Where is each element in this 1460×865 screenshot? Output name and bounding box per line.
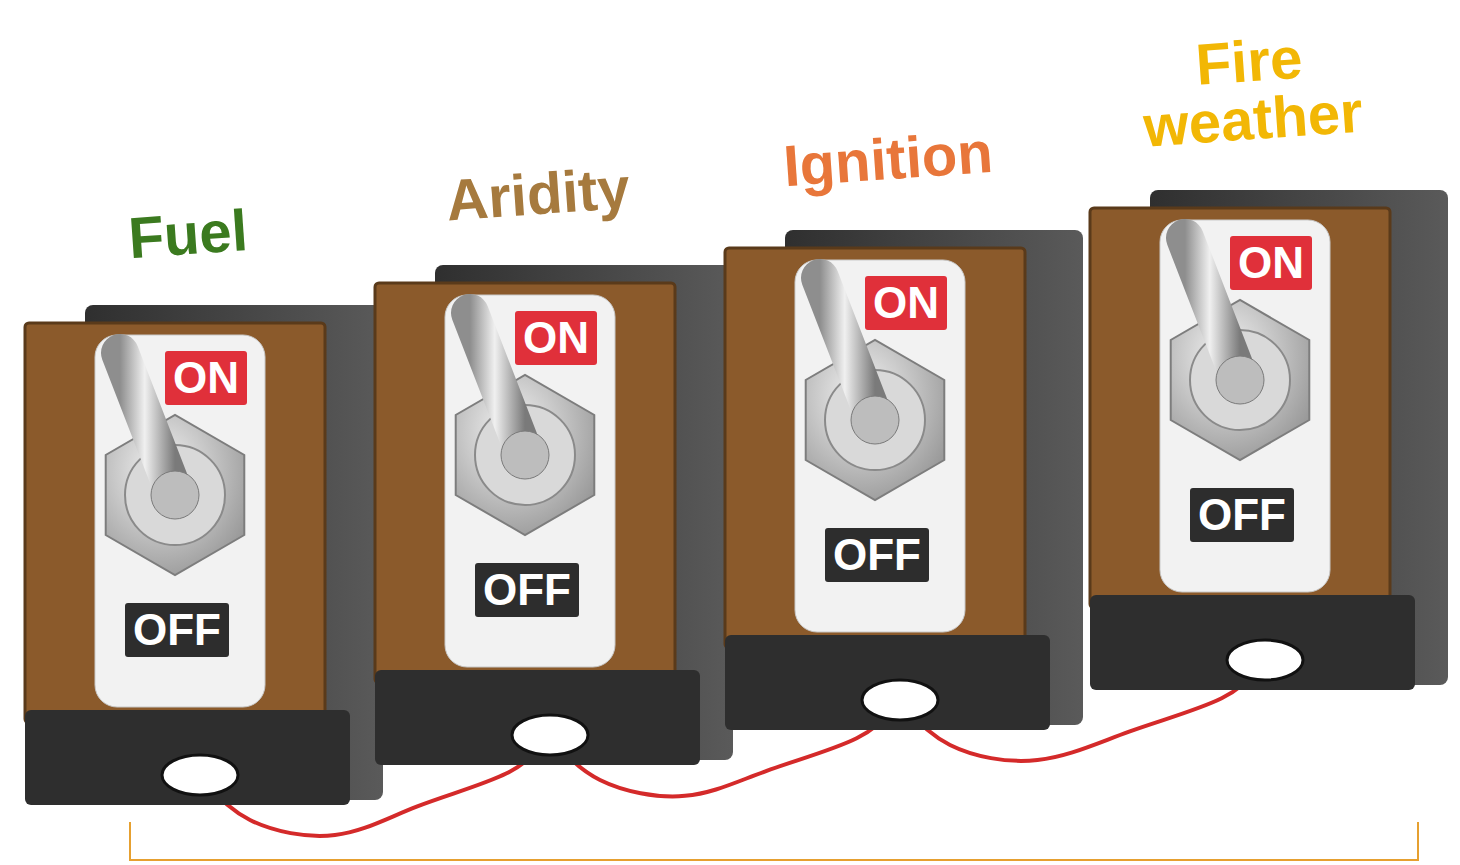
toggle-switch: AridityONOFF [375, 265, 735, 735]
hex-nut [806, 340, 945, 500]
switch-tab [1160, 220, 1330, 592]
hex-nut [1171, 300, 1310, 460]
on-label: ON [865, 276, 947, 330]
off-label: OFF [125, 603, 229, 657]
bracket [130, 822, 1418, 860]
terminal-hole [862, 680, 938, 720]
terminal-hole [512, 715, 588, 755]
terminal-hole [1227, 640, 1303, 680]
switch-base [375, 670, 700, 765]
on-label: ON [1230, 236, 1312, 290]
switch-plate [25, 323, 325, 723]
switch-label: Fuel [126, 201, 249, 267]
on-label: ON [515, 311, 597, 365]
switch-label: Ignition [782, 123, 995, 195]
hex-nut [106, 415, 245, 575]
lever-collar [851, 396, 899, 444]
lever-collar [501, 431, 549, 479]
toggle-switch: Fire weatherONOFF [1090, 190, 1450, 660]
switch-plate [725, 248, 1025, 648]
switch-label: Fire weather [1097, 22, 1404, 159]
lever-collar [151, 471, 199, 519]
switch-base [25, 710, 350, 805]
switch-tab [795, 260, 965, 632]
switch-tab [445, 295, 615, 667]
terminal-hole [162, 755, 238, 795]
off-label: OFF [475, 563, 579, 617]
switch-base [1090, 595, 1415, 690]
switch-tab [95, 335, 265, 707]
lever-collar [1216, 356, 1264, 404]
switch-plate [375, 283, 675, 683]
switch-label: Aridity [444, 159, 631, 230]
hex-nut [456, 375, 595, 535]
switch-base [725, 635, 1050, 730]
toggle-switch: FuelONOFF [25, 305, 385, 775]
off-label: OFF [1190, 488, 1294, 542]
switch-plate [1090, 208, 1390, 608]
off-label: OFF [825, 528, 929, 582]
toggle-switch: IgnitionONOFF [725, 230, 1085, 700]
on-label: ON [165, 351, 247, 405]
